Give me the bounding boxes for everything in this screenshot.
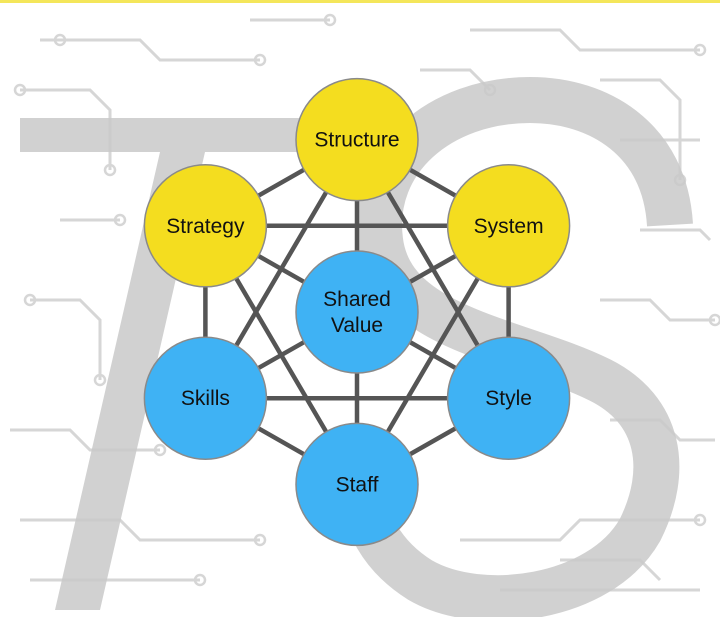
circuit-pad	[153, 443, 167, 457]
node-strategy: Strategy	[143, 164, 268, 288]
circuit-trace	[40, 38, 260, 62]
circuit-pad	[323, 13, 337, 27]
node-label-strategy: Strategy	[166, 215, 245, 238]
node-circle-structure	[295, 77, 419, 202]
node-circle-style	[446, 336, 571, 460]
circuit-trace	[30, 298, 102, 380]
node-label-skills: Skills	[181, 387, 230, 410]
node-staff: Staff	[295, 422, 419, 547]
node-label-shared-value-line2: Value	[331, 314, 383, 337]
node-label-staff: Staff	[336, 473, 379, 496]
node-circle-staff	[295, 422, 419, 547]
circuit-pad	[103, 163, 117, 177]
node-circle-shared-value	[295, 250, 419, 374]
circuit-trace	[20, 518, 260, 542]
node-circle-skills	[143, 336, 268, 460]
node-label-style: Style	[485, 387, 532, 410]
node-skills: Skills	[143, 336, 268, 460]
circuit-trace	[640, 228, 712, 242]
node-circle-system	[446, 164, 571, 288]
circuit-pad	[708, 313, 720, 327]
circuit-pad	[23, 293, 37, 307]
circuit-trace	[600, 298, 715, 322]
circuit-trace	[470, 28, 700, 52]
node-label-shared-value-line1: Shared	[323, 288, 391, 311]
circuit-pad	[693, 43, 707, 57]
node-style: Style	[446, 336, 571, 460]
node-label-structure: Structure	[314, 129, 399, 152]
circuit-pad	[693, 513, 707, 527]
circuit-pad	[53, 33, 67, 47]
node-circle-strategy	[143, 164, 268, 288]
seven-glyph	[20, 118, 350, 610]
top-accent-strip	[0, 0, 720, 3]
circuit-pad	[93, 373, 107, 387]
circuit-pad	[13, 83, 27, 97]
node-structure: Structure	[295, 77, 419, 202]
node-label-system: System	[474, 215, 544, 238]
node-system: System	[446, 164, 571, 288]
circuit-pad	[113, 213, 127, 227]
circuit-pad	[193, 573, 207, 587]
circuit-pad	[253, 533, 267, 547]
circuit-pad	[253, 53, 267, 67]
